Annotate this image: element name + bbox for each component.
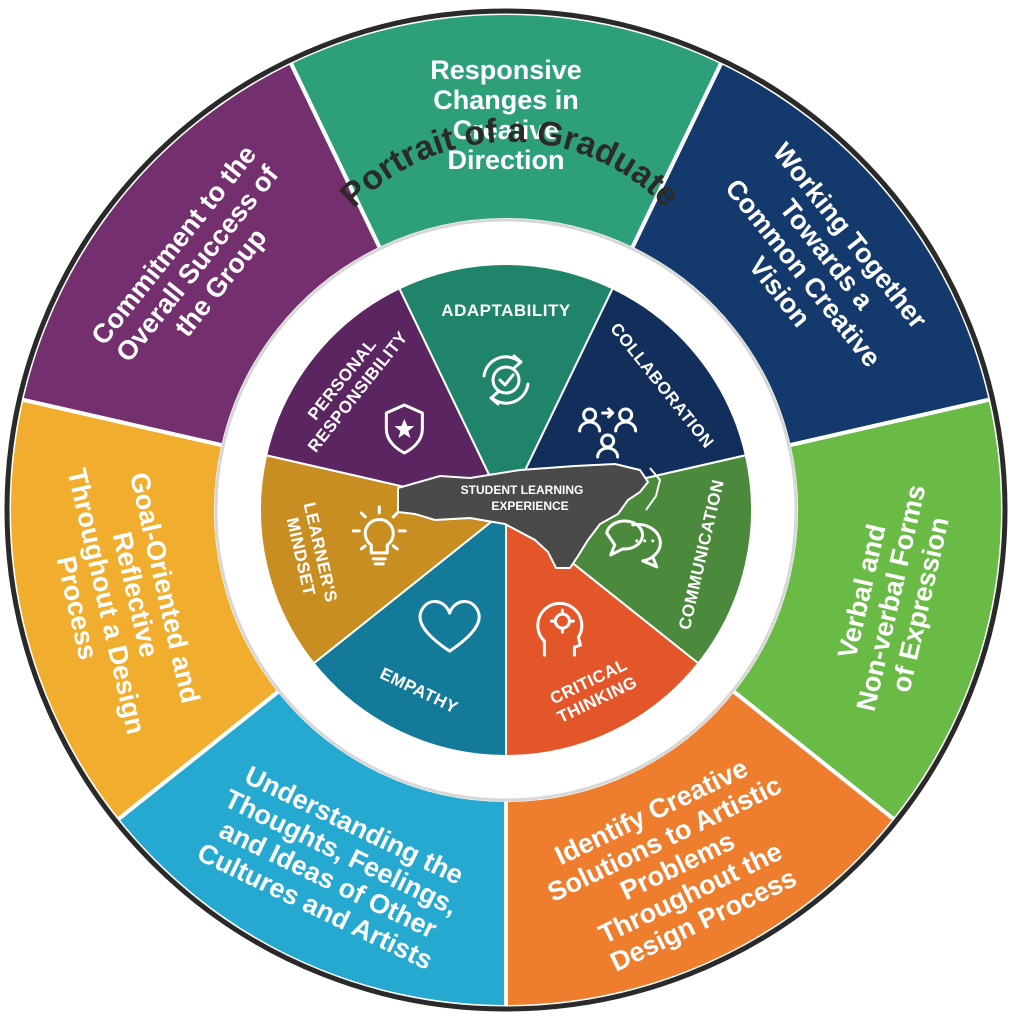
outer-rim bbox=[4, 8, 1008, 1012]
inner-segment-collaboration bbox=[504, 287, 748, 512]
competency-label-adaptability: ADAPTABILITY bbox=[441, 301, 571, 320]
head-gear-icon bbox=[536, 601, 584, 657]
speech-bubbles-icon bbox=[605, 519, 662, 569]
center-line-1: STUDENT LEARNING bbox=[461, 483, 584, 497]
inner-segment-adaptability bbox=[397, 263, 615, 513]
outer-description-line: Changes in bbox=[433, 85, 579, 115]
outer-description-line: Direction bbox=[447, 145, 564, 175]
lightbulb-icon bbox=[351, 505, 407, 566]
center-line-2: EXPERIENCE bbox=[491, 499, 568, 513]
inner-segment-critical-thinking bbox=[505, 507, 700, 758]
inner-segment-personal-responsibility bbox=[264, 287, 508, 512]
outer-description-line: Creative bbox=[453, 115, 560, 145]
competency-label-line: ADAPTABILITY bbox=[441, 301, 571, 320]
title-band bbox=[216, 220, 796, 800]
cycle-check-icon bbox=[482, 354, 530, 406]
north-carolina-map-icon: STUDENT LEARNING EXPERIENCE bbox=[397, 462, 662, 569]
outer-description-line: Responsive bbox=[430, 55, 582, 85]
inner-ring: ADAPTABILITYCOLLABORATIONCOMMUNICATIONCR… bbox=[259, 263, 753, 758]
inner-segment-empathy bbox=[312, 507, 507, 758]
shield-star-icon bbox=[384, 403, 424, 455]
heart-icon bbox=[418, 599, 481, 653]
team-icon bbox=[578, 407, 638, 459]
title-band-edge bbox=[214, 218, 798, 802]
outer-description-communication: Verbal andNon-verbal Formsof Expression bbox=[822, 475, 961, 720]
